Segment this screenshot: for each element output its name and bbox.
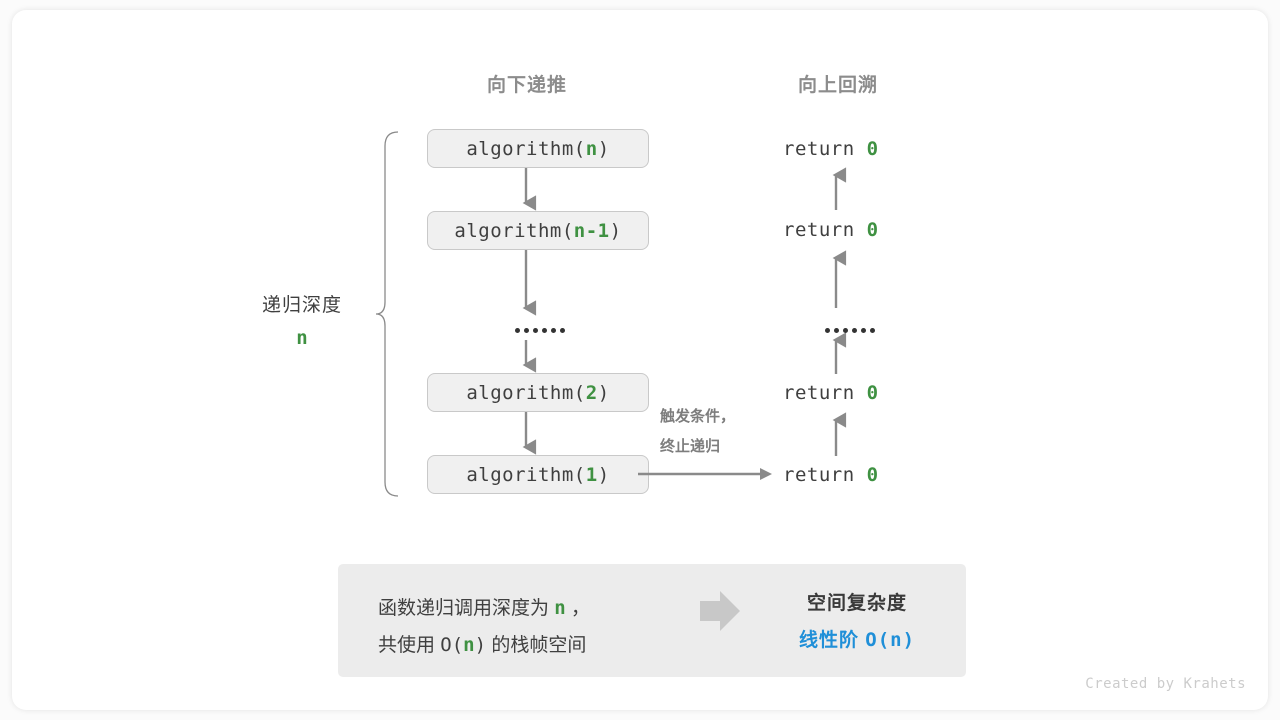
dot <box>843 328 848 333</box>
call-box-prefix: algorithm( <box>466 381 586 404</box>
return-keyword: return <box>783 138 855 160</box>
return-statement-1: return 0 <box>783 138 879 160</box>
summary-description: 函数递归调用深度为 n ， 共使用 O(n) 的栈帧空间 <box>378 590 590 664</box>
recursion-depth-label: 递归深度 n <box>212 290 392 349</box>
return-ellipsis <box>825 328 875 333</box>
dot <box>551 328 556 333</box>
call-box-arg: 2 <box>585 381 598 404</box>
trigger-note-line1: 触发条件， <box>660 408 736 425</box>
dot <box>533 328 538 333</box>
call-box-prefix: algorithm( <box>466 463 586 486</box>
call-box-n-1[interactable]: algorithm(n-1) <box>427 211 649 250</box>
call-box-suffix: ) <box>597 381 610 404</box>
dot <box>825 328 830 333</box>
call-box-prefix: algorithm( <box>466 137 586 160</box>
call-box-1[interactable]: algorithm(1) <box>427 455 649 494</box>
summary-conclusion-value: 线性阶 O(n) <box>762 625 952 652</box>
terminate-arrow-head <box>760 468 772 480</box>
summary-arrow-layer <box>700 591 740 631</box>
dot <box>560 328 565 333</box>
dot <box>834 328 839 333</box>
dot <box>515 328 520 333</box>
dot <box>870 328 875 333</box>
return-statement-3: return 0 <box>783 382 879 404</box>
summary-conclusion-title: 空间复杂度 <box>806 593 907 614</box>
summary-line2-n: n <box>463 634 475 656</box>
dot <box>852 328 857 333</box>
dot <box>524 328 529 333</box>
call-box-arg: n <box>585 137 598 160</box>
column-header-ascent: 向上回溯 <box>798 75 879 96</box>
summary-line2-open: O( <box>440 634 464 656</box>
call-box-2[interactable]: algorithm(2) <box>427 373 649 412</box>
summary-line2-text-a: 共使用 <box>378 635 441 656</box>
call-box-arg: n-1 <box>573 219 610 242</box>
trigger-condition-note: 触发条件， 终止递归 <box>660 402 735 462</box>
credit-text: Created by Krahets <box>1085 676 1246 692</box>
brace-layer <box>375 131 399 497</box>
complexity-expression: O(n) <box>865 629 916 651</box>
summary-line1-text-b: ， <box>565 598 591 619</box>
column-header-descent: 向下递推 <box>487 75 568 96</box>
recursion-depth-text: 递归深度 <box>261 295 342 316</box>
call-stack-ellipsis <box>515 328 565 333</box>
summary-line1-text-a: 函数递归调用深度为 <box>378 598 555 619</box>
summary-line1-n: n <box>554 597 566 619</box>
call-box-n[interactable]: algorithm(n) <box>427 129 649 168</box>
summary-line2-text-b: 的栈帧空间 <box>486 635 587 656</box>
arrow-layer <box>522 167 847 480</box>
call-box-prefix: algorithm( <box>454 219 574 242</box>
recursion-depth-brace <box>375 131 399 497</box>
return-statement-4: return 0 <box>783 464 879 486</box>
dot <box>861 328 866 333</box>
call-box-suffix: ) <box>609 219 622 242</box>
return-keyword: return <box>783 382 855 404</box>
summary-line-1: 函数递归调用深度为 n ， <box>378 590 590 627</box>
summary-line2-close: ) <box>474 634 487 656</box>
summary-conclusion: 空间复杂度 线性阶 O(n) <box>762 588 952 652</box>
summary-line-2: 共使用 O(n) 的栈帧空间 <box>378 627 590 664</box>
return-value: 0 <box>866 382 879 404</box>
summary-panel: 函数递归调用深度为 n ， 共使用 O(n) 的栈帧空间 空间复杂度 线性阶 O… <box>338 564 966 677</box>
call-box-suffix: ) <box>597 137 610 160</box>
return-value: 0 <box>866 464 879 486</box>
call-box-arg: 1 <box>585 463 598 486</box>
return-keyword: return <box>783 464 855 486</box>
return-value: 0 <box>866 138 879 160</box>
dot <box>542 328 547 333</box>
diagram-card: 向下递推 向上回溯 递归深度 n algorithm(n) algorithm(… <box>12 10 1268 710</box>
trigger-note-line2: 终止递归 <box>660 438 721 455</box>
right-arrow-icon <box>700 591 740 631</box>
return-value: 0 <box>866 219 879 241</box>
call-box-suffix: ) <box>597 463 610 486</box>
recursion-depth-value: n <box>296 327 308 349</box>
complexity-label: 线性阶 <box>798 630 866 651</box>
return-statement-2: return 0 <box>783 219 879 241</box>
return-keyword: return <box>783 219 855 241</box>
